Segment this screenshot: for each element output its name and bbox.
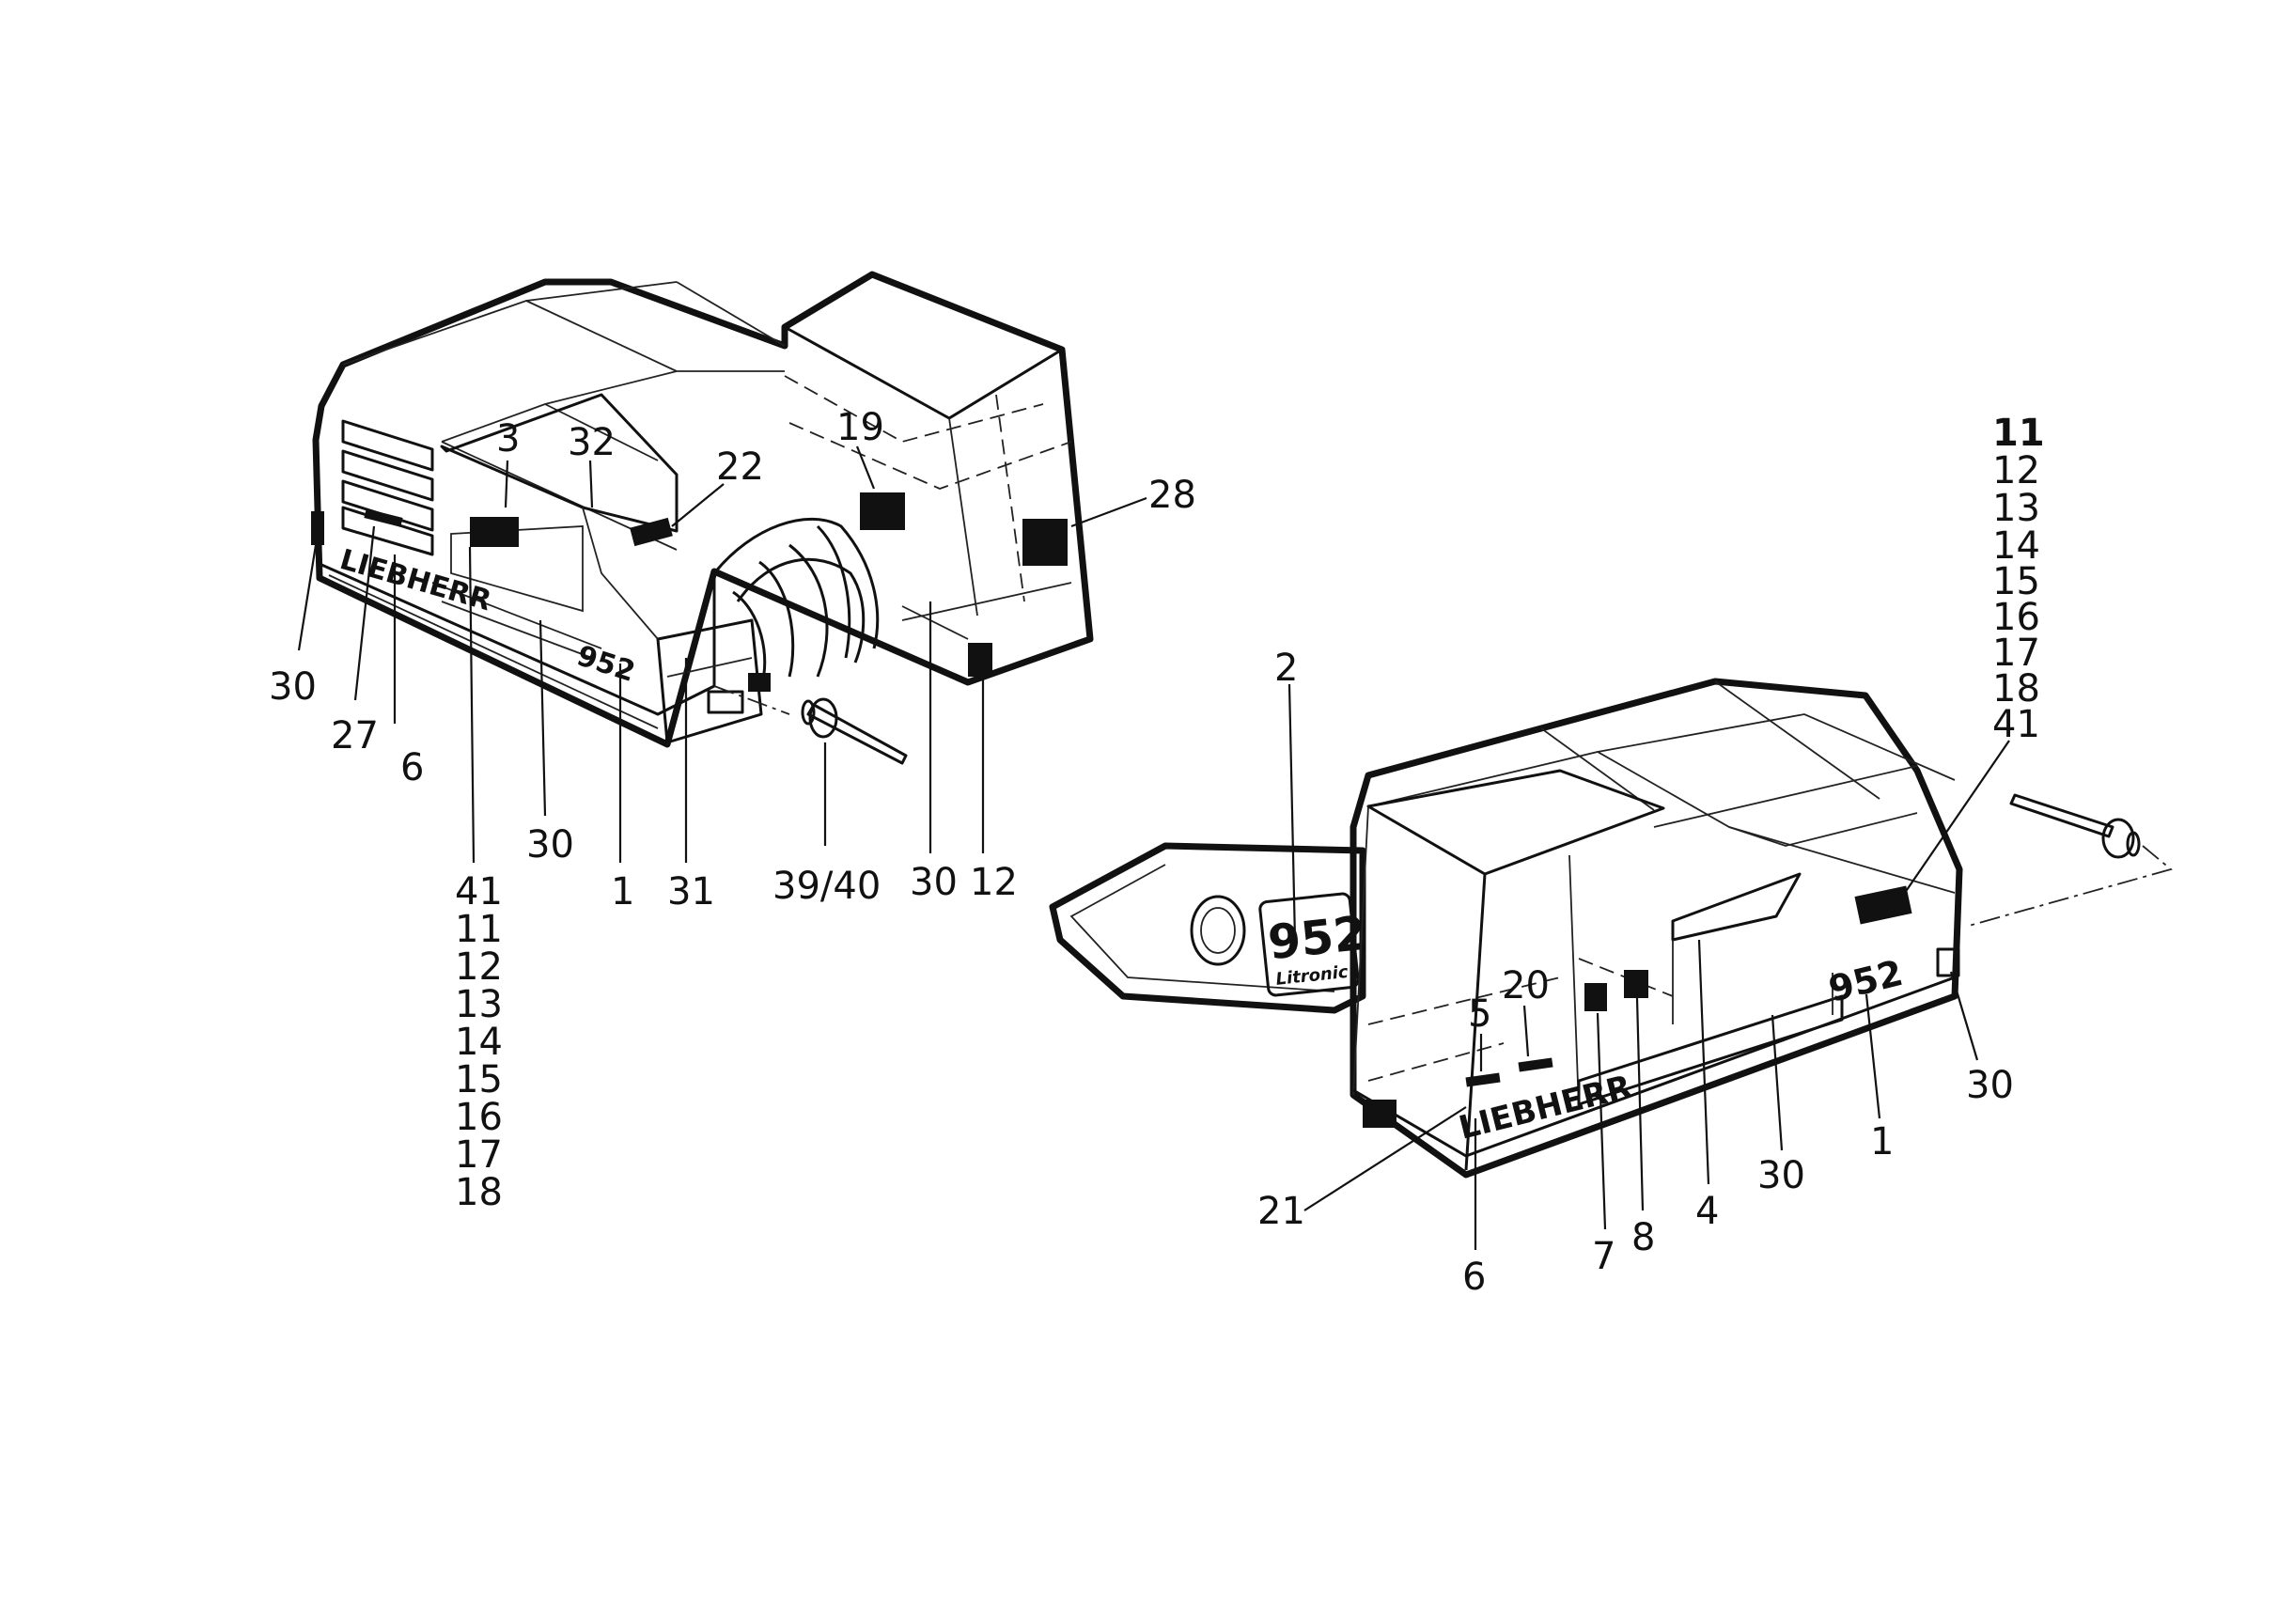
right-callout-stack: 11 12 13 14 15 16 17 18 41 xyxy=(1992,412,2045,746)
callout-30: 30 xyxy=(1966,1064,2014,1107)
svg-text:12: 12 xyxy=(1992,449,2040,492)
callout-6: 6 xyxy=(400,746,424,789)
svg-text:14: 14 xyxy=(455,1021,503,1064)
svg-text:17: 17 xyxy=(455,1133,503,1177)
right-model-decal: 952 xyxy=(1825,952,1908,1010)
svg-text:16: 16 xyxy=(1992,596,2040,639)
left-hood-box xyxy=(440,393,679,533)
svg-text:14: 14 xyxy=(1992,524,2040,568)
callout-27: 27 xyxy=(331,714,379,757)
callout-30: 30 xyxy=(1757,1154,1805,1197)
right-decal-7 xyxy=(1584,983,1607,1011)
left-machine-view: LIEBHERR 952 3 32 22 19 28 30 27 6 xyxy=(269,271,1196,1214)
callout-7: 7 xyxy=(1592,1235,1615,1278)
callout-19: 19 xyxy=(836,406,884,449)
left-pin-icon xyxy=(713,685,908,765)
svg-text:12: 12 xyxy=(455,945,503,989)
callout-30: 30 xyxy=(526,823,574,867)
svg-text:11: 11 xyxy=(1992,412,2045,455)
callout-22: 22 xyxy=(716,445,764,489)
right-cab xyxy=(1366,769,1665,876)
svg-text:41: 41 xyxy=(455,870,503,914)
callout-21: 21 xyxy=(1257,1190,1305,1233)
svg-text:18: 18 xyxy=(1992,667,2040,710)
left-decal-28 xyxy=(1022,519,1068,566)
right-decal-8 xyxy=(1624,970,1648,998)
left-decal-27 xyxy=(364,508,403,527)
left-decal-30 xyxy=(311,511,324,545)
right-decal-30 xyxy=(1936,947,1960,977)
right-decal-5 xyxy=(1465,1072,1501,1087)
left-decal-22 xyxy=(630,517,673,547)
callout-8: 8 xyxy=(1631,1216,1655,1259)
callout-4: 4 xyxy=(1695,1190,1719,1233)
callout-5: 5 xyxy=(1468,992,1491,1036)
callout-39-40: 39/40 xyxy=(772,865,881,908)
callout-30: 30 xyxy=(269,665,317,709)
boom-foot: 952 Litronic xyxy=(1049,842,1368,1014)
svg-text:13: 13 xyxy=(1992,487,2040,530)
right-machine-outline xyxy=(1350,678,1963,1179)
callout-31: 31 xyxy=(667,870,715,914)
left-decal-39 xyxy=(748,673,771,692)
callout-1: 1 xyxy=(1870,1120,1894,1163)
left-decal-12 xyxy=(968,643,992,677)
svg-text:15: 15 xyxy=(1992,560,2040,603)
left-decal-19 xyxy=(860,492,905,530)
svg-text:15: 15 xyxy=(455,1058,503,1101)
left-callout-stack: 41 11 12 13 14 15 16 17 18 xyxy=(455,870,503,1214)
callout-30: 30 xyxy=(910,861,958,904)
right-decal-20 xyxy=(1518,1057,1553,1072)
callout-1: 1 xyxy=(611,870,634,914)
svg-text:17: 17 xyxy=(1992,632,2040,675)
callout-28: 28 xyxy=(1148,474,1196,517)
right-decal-21 xyxy=(1363,1100,1396,1128)
left-decal-3 xyxy=(470,517,519,547)
left-hose xyxy=(712,517,880,687)
left-rear-housing xyxy=(783,273,1064,420)
right-decal-41 xyxy=(1854,885,1912,925)
svg-text:41: 41 xyxy=(1992,703,2040,746)
svg-text:13: 13 xyxy=(455,983,503,1026)
callout-20: 20 xyxy=(1502,964,1550,1007)
callout-6: 6 xyxy=(1462,1256,1486,1299)
right-machine-view: 952 Litronic LIEBHERR xyxy=(1049,412,2173,1299)
callout-3: 3 xyxy=(496,417,520,461)
svg-text:18: 18 xyxy=(455,1171,503,1214)
svg-text:16: 16 xyxy=(455,1096,503,1139)
callout-32: 32 xyxy=(568,421,616,464)
svg-text:11: 11 xyxy=(455,908,503,951)
left-grille xyxy=(341,419,434,556)
callout-2: 2 xyxy=(1274,647,1298,690)
callout-12: 12 xyxy=(970,861,1018,904)
right-pin-icon xyxy=(1968,793,2173,927)
left-machine-outline xyxy=(312,271,1094,748)
